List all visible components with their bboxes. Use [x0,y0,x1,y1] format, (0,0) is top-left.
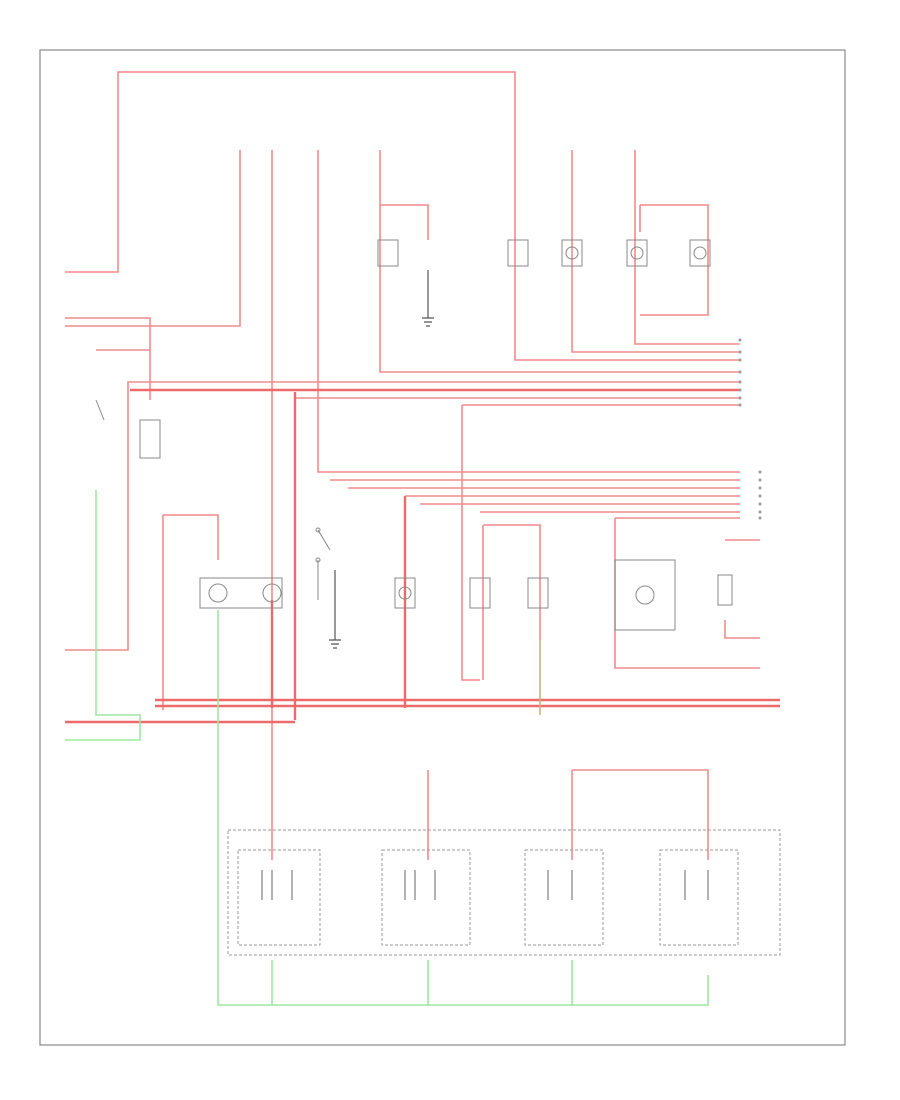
lamp-box-4 [394,577,416,609]
lamp-box-1 [561,239,583,267]
ground-wires [65,490,709,1006]
relay-box-2 [717,574,733,606]
switch-group-1 [237,849,321,946]
relay-box-1 [377,239,399,267]
switch-group-3 [524,849,604,946]
left-relay-box [139,419,161,459]
components-top-row [139,239,711,459]
components-middle-row [199,559,733,631]
ground-symbols [329,270,434,649]
switch-panel [227,829,781,956]
switch-box-1 [507,239,529,267]
switch-group-2 [381,849,471,946]
wire-terminals [738,338,762,520]
switch-box-3 [527,577,549,609]
switch-group-4 [659,849,739,946]
switch-box-2 [469,577,491,609]
diagram-frame [39,49,846,1046]
lamp-cluster-left [199,577,283,609]
power-bus-heavy [65,388,780,724]
lamp-box-2 [626,239,648,267]
switch-symbols [95,399,331,600]
lamp-box-3 [689,239,711,267]
switch-panel-contacts [261,870,709,900]
power-wires [65,71,760,860]
control-module [614,559,676,631]
